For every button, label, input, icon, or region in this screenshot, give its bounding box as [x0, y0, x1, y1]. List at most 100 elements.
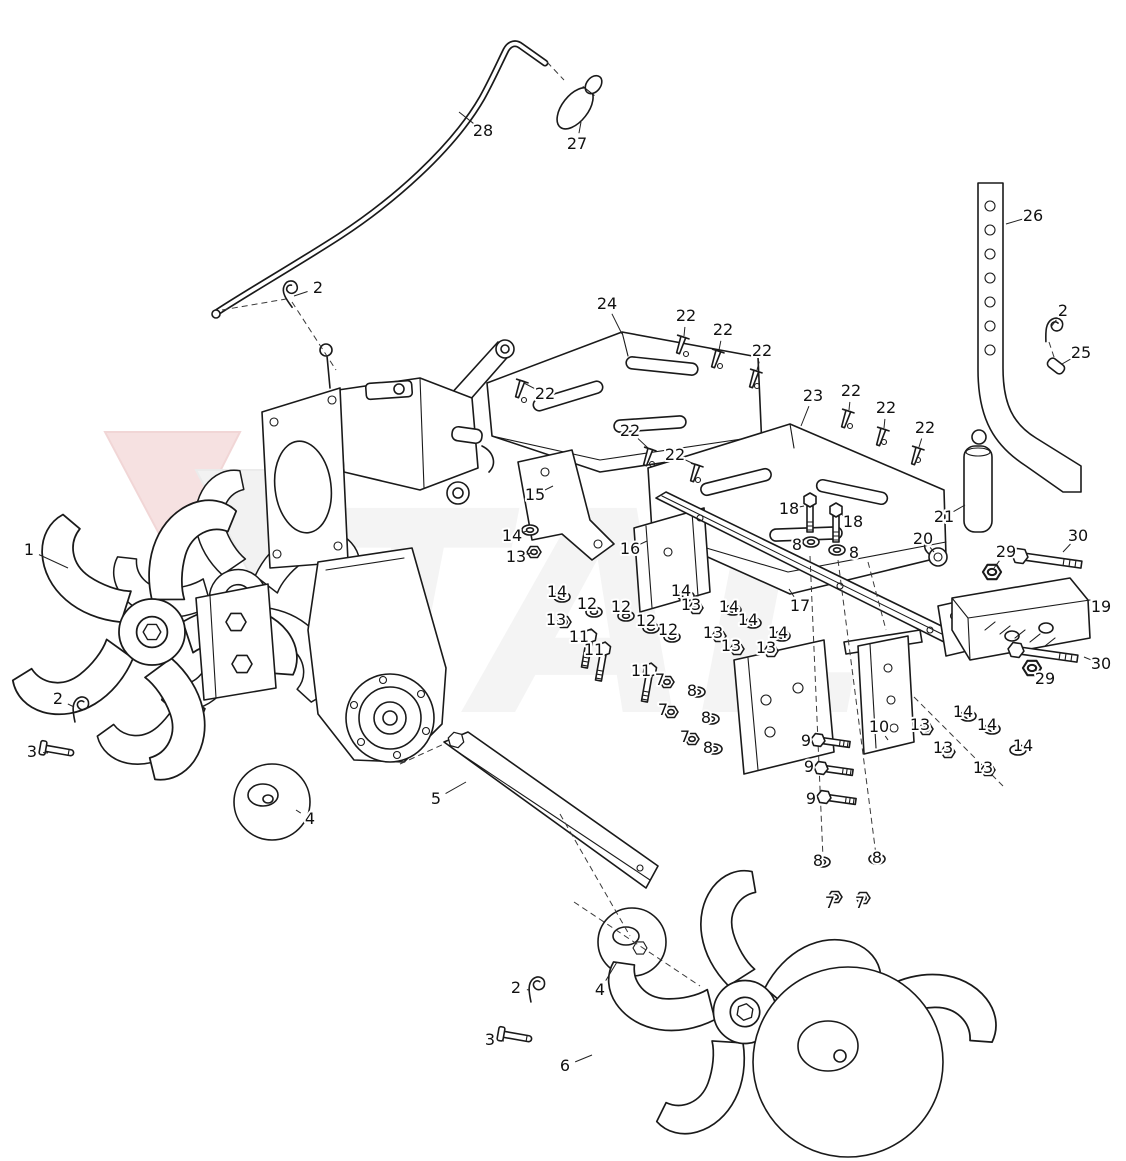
callout-leader: [883, 418, 886, 429]
callout-13: 13: [973, 758, 993, 777]
callout-leader: [574, 1054, 593, 1063]
screw-22: [871, 426, 890, 448]
clevis-pin-3: [496, 1025, 534, 1047]
nut-29: [981, 563, 1003, 581]
washer-8: [828, 544, 846, 556]
hairpin-clip-2: [527, 975, 546, 1004]
callout-4: 4: [595, 980, 605, 999]
callout-19: 19: [1091, 597, 1111, 616]
ring-clip-20: [923, 539, 948, 567]
callout-2: 2: [313, 278, 323, 297]
callout-26: 26: [1023, 206, 1043, 225]
callout-13: 13: [910, 715, 930, 734]
screw-22: [906, 445, 925, 467]
callout-17: 17: [790, 596, 810, 615]
callout-30: 30: [1091, 654, 1111, 673]
callout-13: 13: [703, 623, 723, 642]
callout-13: 13: [756, 638, 776, 657]
callout-leader: [578, 121, 582, 134]
callout-28: 28: [473, 121, 493, 140]
callout-29: 29: [996, 542, 1016, 561]
callout-leader: [684, 459, 695, 465]
nut-13: [526, 545, 542, 559]
callout-leader: [800, 406, 810, 427]
callout-22: 22: [915, 418, 935, 437]
callout-leader: [756, 361, 760, 371]
callout-11: 11: [584, 640, 604, 659]
callout-leader: [605, 961, 618, 981]
callout-11: 11: [569, 627, 589, 646]
callout-9: 9: [804, 757, 814, 776]
callout-leader: [67, 703, 75, 708]
callout-leader: [788, 588, 795, 598]
callout-7: 7: [825, 893, 835, 912]
screw-22: [836, 408, 855, 430]
callout-leader: [1062, 543, 1071, 553]
drag-bar-17: [655, 491, 959, 647]
callout-22: 22: [876, 398, 896, 417]
callout-leader: [918, 438, 923, 448]
callout-22: 22: [620, 421, 640, 440]
callout-2: 2: [1058, 301, 1068, 320]
callout-leader: [929, 547, 935, 553]
callout-leader: [1061, 358, 1072, 365]
callout-21: 21: [934, 507, 954, 526]
mating-plate: [733, 639, 835, 775]
pin-25: [1046, 357, 1066, 375]
callout-22: 22: [713, 320, 733, 339]
callout-leader: [848, 401, 851, 411]
callout-29: 29: [1035, 669, 1055, 688]
callout-18: 18: [779, 499, 799, 518]
callout-25: 25: [1071, 343, 1091, 362]
callout-2: 2: [53, 689, 63, 708]
callout-8: 8: [701, 708, 711, 727]
callout-8: 8: [849, 543, 859, 562]
callout-23: 23: [803, 386, 823, 405]
callout-22: 22: [665, 445, 685, 464]
callout-leader: [1083, 656, 1092, 661]
callout-22: 22: [676, 306, 696, 325]
callout-leader: [637, 438, 649, 449]
bracket-15: [517, 449, 615, 561]
callout-18: 18: [843, 512, 863, 531]
disc-wheel-4-left: [233, 763, 311, 841]
callout-12: 12: [611, 597, 631, 616]
callout-9: 9: [801, 731, 811, 750]
callout-22: 22: [752, 341, 772, 360]
callout-12: 12: [636, 611, 656, 630]
callout-15: 15: [525, 485, 545, 504]
handle-rod: [211, 40, 549, 319]
depth-bar-26: [977, 182, 1082, 493]
callout-22: 22: [841, 381, 861, 400]
callout-14: 14: [768, 623, 788, 642]
callout-leader: [1005, 218, 1023, 225]
callout-leader: [445, 781, 467, 795]
callout-14: 14: [502, 526, 522, 545]
callout-14: 14: [1013, 736, 1033, 755]
handle-grip: [556, 74, 603, 130]
clevis-pin-3: [38, 739, 76, 761]
callout-leader: [1034, 669, 1038, 673]
callout-leader: [953, 504, 966, 512]
axle-shaft-5: [443, 730, 659, 889]
callout-7: 7: [855, 893, 865, 912]
callout-12: 12: [577, 594, 597, 613]
callout-2: 2: [511, 978, 521, 997]
callout-8: 8: [813, 851, 823, 870]
callout-14: 14: [671, 581, 691, 600]
callout-9: 9: [806, 789, 816, 808]
callout-leader: [611, 313, 623, 335]
callout-1: 1: [24, 540, 34, 559]
callout-11: 11: [631, 661, 651, 680]
washer-14: [521, 524, 539, 536]
bolt-9: [815, 789, 858, 809]
callout-leader: [544, 485, 554, 491]
callout-8: 8: [687, 681, 697, 700]
callout-14: 14: [953, 702, 973, 721]
callout-leader: [295, 809, 302, 814]
bolt-30: [1010, 547, 1084, 573]
callout-12: 12: [658, 620, 678, 639]
callout-14: 14: [738, 610, 758, 629]
callout-13: 13: [506, 547, 526, 566]
